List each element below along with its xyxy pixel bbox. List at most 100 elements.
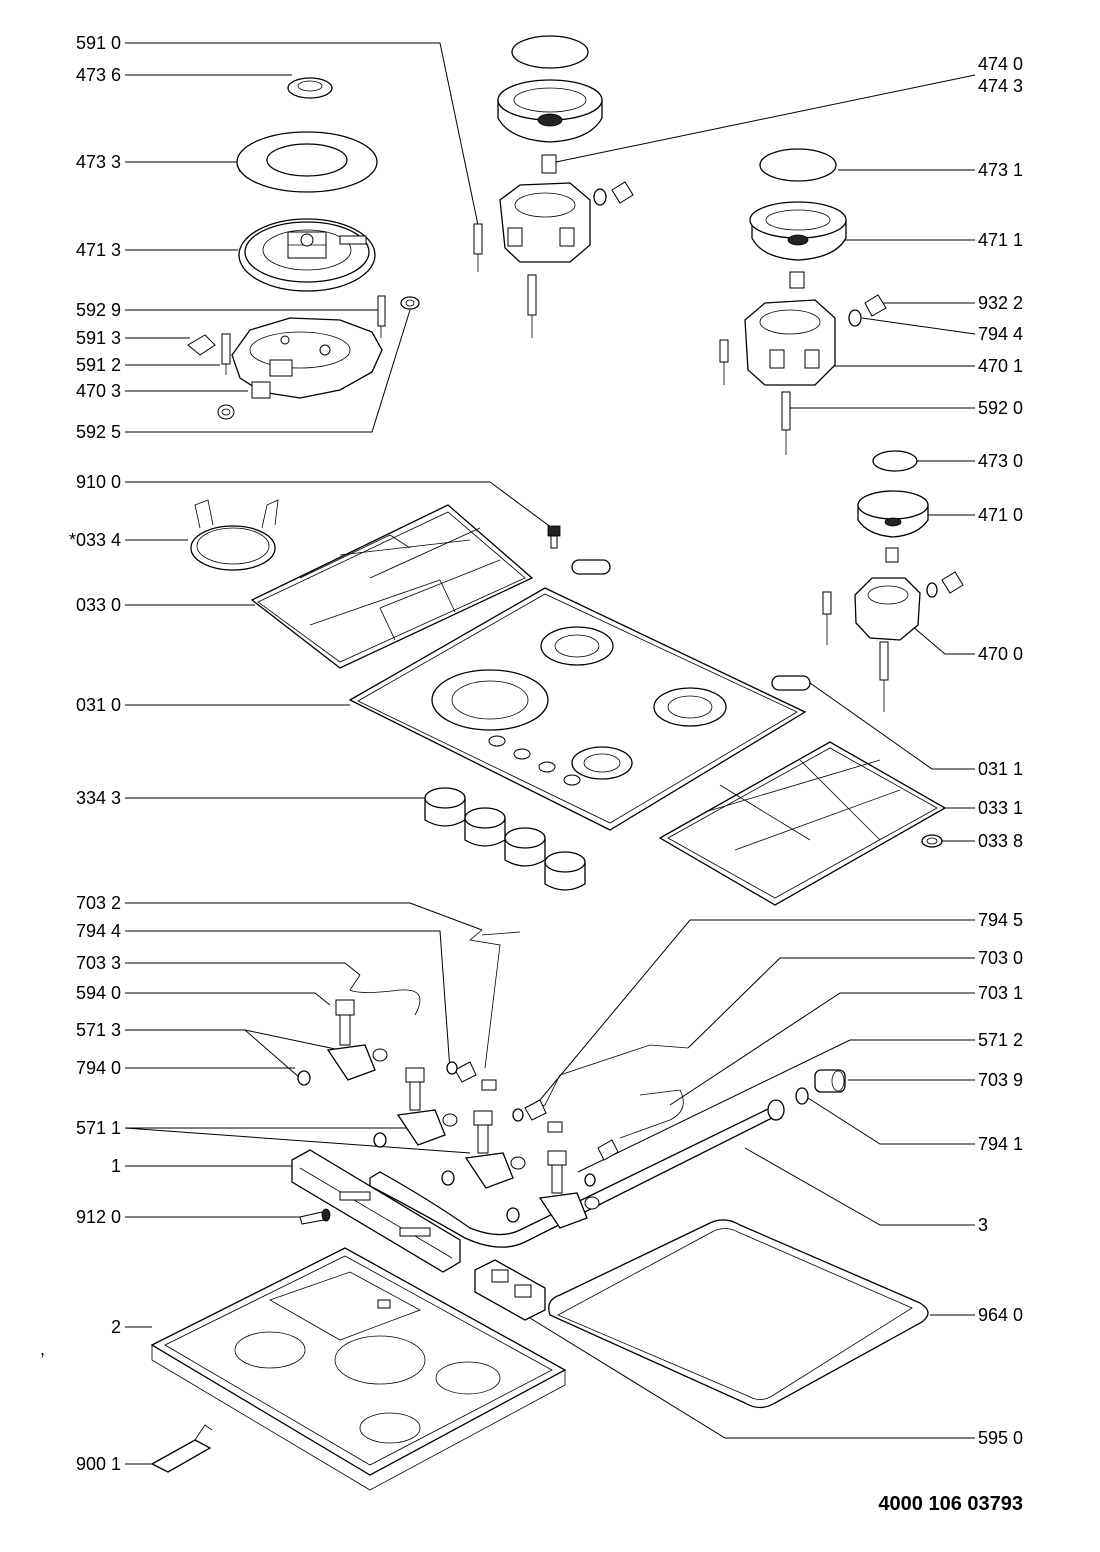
label-033-8: 033 8: [978, 831, 1023, 851]
label-2: 2: [111, 1317, 121, 1337]
label-592-9: 592 9: [76, 300, 121, 320]
hob-top-plate-031-0: [348, 587, 807, 831]
label-571-3: 571 3: [76, 1020, 121, 1040]
label-703-9: 703 9: [978, 1070, 1023, 1090]
seal-031-1-top: [571, 559, 611, 575]
label-794-0: 794 0: [76, 1058, 121, 1078]
washer-794-1: [795, 1087, 809, 1105]
gas-pipe-703-3: [349, 974, 421, 1016]
burner-body-470-1: [744, 299, 836, 386]
label-334-3: 334 3: [76, 788, 121, 808]
label-571-1: 571 1: [76, 1118, 121, 1138]
bottom-tray-2: [150, 1247, 567, 1491]
label-033-0: 033 0: [76, 595, 121, 615]
label-3: 3: [978, 1215, 988, 1235]
seal-031-1: [771, 675, 811, 691]
label-571-2: 571 2: [978, 1030, 1023, 1050]
washer-clip-470-0: [926, 571, 964, 598]
burner-crown-large: [238, 218, 376, 292]
control-knobs-334-3: [424, 787, 586, 891]
label-031-0: 031 0: [76, 695, 121, 715]
valve-571-1b: [464, 1110, 526, 1189]
label-470-3: 470 3: [76, 381, 121, 401]
front-panel-1: [291, 1149, 461, 1273]
injector-474: [541, 154, 557, 174]
label-591-3: 591 3: [76, 328, 121, 348]
gas-pipe-703-1: [619, 1089, 684, 1139]
label-471-1: 471 1: [978, 230, 1023, 250]
label-932-2: 932 2: [978, 293, 1023, 313]
label-912-0: 912 0: [76, 1207, 121, 1227]
thermocouple-clips: [454, 1061, 619, 1161]
label-594-0: 594 0: [76, 983, 121, 1003]
label-595-0: 595 0: [978, 1428, 1023, 1448]
label-1: 1: [111, 1156, 121, 1176]
burner-body-474: [499, 182, 591, 263]
label-900-1: 900 1: [76, 1454, 121, 1474]
label-470-0: 470 0: [978, 644, 1023, 664]
label-592-5: 592 5: [76, 422, 121, 442]
valve-571-1a: [396, 1067, 458, 1146]
stray-mark: ,: [40, 1339, 45, 1359]
electrode-470-1: [719, 339, 791, 455]
seal-washers-794-0: [297, 1061, 596, 1223]
label-471-0: 471 0: [978, 505, 1023, 525]
knob-1: [424, 787, 466, 827]
injector-471-0: [885, 547, 899, 563]
label-033-1: 033 1: [978, 798, 1023, 818]
knob-2: [464, 807, 506, 847]
burner-cap-large-ring: [236, 131, 378, 193]
pan-support-grid-033-0: [250, 504, 534, 669]
burner-cap-473-0: [872, 450, 918, 472]
label-471-3: 471 3: [76, 240, 121, 260]
screw-910-0: [547, 525, 561, 549]
gas-pipe-703-0: [529, 1044, 689, 1111]
electrode-474: [473, 223, 537, 338]
pan-support-grid-033-1: [658, 741, 947, 906]
thermocouple-592-9: [377, 295, 386, 338]
washer-794-4: [848, 309, 862, 327]
burner-cap-474: [511, 35, 589, 69]
burner-cap-small: [287, 77, 333, 99]
label-703-0: 703 0: [978, 948, 1023, 968]
inlet-elbow-703-9: [814, 1069, 846, 1093]
label-473-3: 473 3: [76, 152, 121, 172]
label-473-1: 473 1: [978, 160, 1023, 180]
label-794-4-left: 794 4: [76, 921, 121, 941]
label-703-3: 703 3: [76, 953, 121, 973]
clip-932-2: [864, 294, 887, 317]
burner-cap-473-1: [759, 148, 837, 182]
gas-pipe-703-2: [469, 929, 521, 1069]
burner-crown-471-1: [749, 201, 847, 261]
label-473-0: 473 0: [978, 451, 1023, 471]
valve-571-2: [538, 1150, 600, 1229]
screw-912-0: [299, 1208, 331, 1225]
clip-591-3: [187, 334, 216, 356]
burner-crown-474: [497, 79, 603, 143]
label-474-0: 474 0: [978, 54, 1023, 74]
burner-crown-471-0: [857, 490, 929, 538]
part-labels: 591 0 473 6 473 3 471 3 592 9 591 3 591 …: [40, 33, 1023, 1474]
seal-gasket-964-0: [548, 1219, 929, 1409]
document-number: 4000 106 03793: [878, 1493, 1023, 1515]
label-964-0: 964 0: [978, 1305, 1023, 1325]
bracket-900-1: [150, 1424, 213, 1473]
electrode-470-0: [822, 591, 889, 712]
label-591-0: 591 0: [76, 33, 121, 53]
label-031-1: 031 1: [978, 759, 1023, 779]
washer-clip-474: [593, 181, 634, 206]
label-470-1: 470 1: [978, 356, 1023, 376]
burner-base-large: [217, 317, 383, 420]
burner-body-470-0: [854, 577, 921, 641]
inlet-hose-3: [767, 1099, 785, 1121]
leader-lines: [124, 42, 976, 1465]
label-473-6: 473 6: [76, 65, 121, 85]
wok-support-033-4: [190, 499, 279, 571]
label-591-2: 591 2: [76, 355, 121, 375]
label-794-1: 794 1: [978, 1134, 1023, 1154]
injector-471-1: [789, 271, 805, 289]
label-033-4: *033 4: [69, 530, 121, 550]
valve-571-3: [326, 999, 388, 1081]
